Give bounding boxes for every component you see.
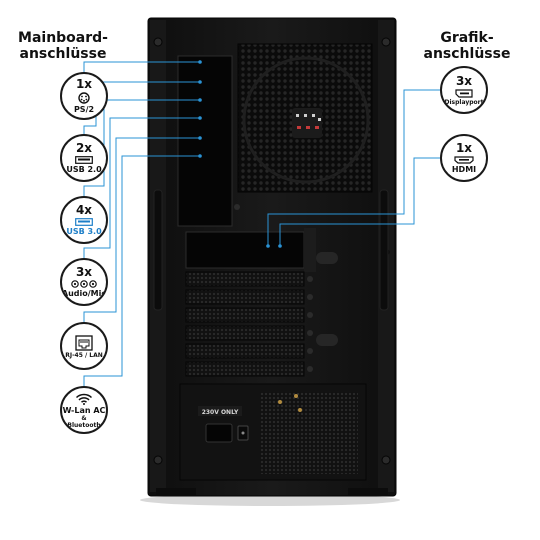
psu-switch-dot bbox=[241, 431, 245, 435]
displayport-count: 3x bbox=[455, 73, 473, 88]
wifi-icon bbox=[75, 393, 93, 405]
callout-line-usb3 bbox=[83, 99, 200, 196]
callout-line-ps2 bbox=[83, 61, 200, 72]
usb2-port-badge: 2x USB 2.0 bbox=[60, 134, 108, 182]
pci-slot-screws bbox=[307, 276, 313, 372]
case-foot-left bbox=[156, 488, 196, 496]
psu-gold-screws bbox=[278, 394, 302, 412]
case-left-handle bbox=[153, 189, 163, 311]
callout-line-usb2 bbox=[83, 81, 200, 134]
gpu-bracket-side bbox=[304, 228, 316, 272]
hdmi-count: 1x bbox=[455, 141, 473, 155]
graphics-heading-line1: Grafik- bbox=[440, 30, 494, 46]
callout-line-wifi bbox=[83, 155, 200, 386]
usb3-label: USB 3.0 bbox=[66, 227, 102, 236]
case-foot-right bbox=[348, 488, 388, 496]
displayport-badge: 3x Displayport bbox=[440, 66, 488, 114]
ps2-count: 1x bbox=[75, 77, 93, 91]
usb3-count: 4x bbox=[75, 203, 93, 217]
ethernet-port-icon bbox=[75, 334, 93, 351]
psu-power-socket bbox=[205, 423, 233, 443]
wlan-label: W-Lan AC bbox=[62, 405, 106, 415]
usb2-count: 2x bbox=[75, 141, 93, 155]
callout-line-hdmi bbox=[279, 157, 440, 246]
ps2-connector-icon bbox=[78, 92, 90, 104]
io-screw bbox=[234, 204, 240, 210]
usb3-port-badge: 4x USB 3.0 bbox=[60, 196, 108, 244]
audio-count: 3x bbox=[75, 265, 93, 279]
callout-line-audio bbox=[83, 117, 200, 258]
case-right-handle bbox=[379, 189, 389, 311]
callout-line-displayport bbox=[267, 89, 440, 246]
wifi-bluetooth-badge: W-Lan AC & Bluetooth bbox=[60, 386, 108, 434]
graphics-heading-line2: anschlüsse bbox=[423, 46, 511, 62]
io-shield bbox=[177, 55, 233, 227]
grommet-lower bbox=[316, 334, 338, 346]
graphics-ports-heading: Grafik- anschlüsse bbox=[408, 30, 526, 62]
audio-label: Audio/Mic bbox=[61, 289, 107, 298]
mainboard-ports-heading: Mainboard- anschlüsse bbox=[10, 30, 116, 62]
ps2-label: PS/2 bbox=[73, 105, 95, 114]
psu-label-plate bbox=[198, 406, 242, 416]
callout-line-lan bbox=[83, 137, 200, 322]
displayport-icon bbox=[455, 88, 473, 98]
wlan-and-label: & bbox=[81, 414, 87, 422]
gpu-io-bracket bbox=[185, 231, 305, 269]
grommet-upper bbox=[316, 252, 338, 264]
psu-fan-grill bbox=[260, 392, 358, 474]
fan-led-markers bbox=[297, 126, 319, 129]
hdmi-port-badge: 1x HDMI bbox=[440, 134, 488, 182]
case-shadow bbox=[140, 494, 400, 506]
lan-label: RJ-45 / LAN bbox=[65, 351, 103, 359]
mainboard-heading-line1: Mainboard- bbox=[18, 30, 108, 46]
lan-port-badge: RJ-45 / LAN bbox=[60, 322, 108, 370]
usb3-port-icon bbox=[75, 218, 93, 226]
pci-slot-covers bbox=[185, 271, 305, 377]
usb-port-icon bbox=[75, 156, 93, 164]
displayport-label: Displayport bbox=[444, 98, 484, 106]
hdmi-label: HDMI bbox=[451, 165, 477, 174]
bluetooth-label: Bluetooth bbox=[67, 421, 101, 429]
ps2-port-badge: 1x PS/2 bbox=[60, 72, 108, 120]
mainboard-heading-line2: anschlüsse bbox=[19, 46, 107, 62]
psu-voltage-label: 230V ONLY bbox=[202, 409, 239, 416]
audio-jack-icon bbox=[71, 280, 97, 288]
hdmi-port-icon bbox=[454, 156, 474, 164]
rear-fan-ring bbox=[242, 56, 370, 184]
fan-white-markers bbox=[296, 114, 321, 121]
usb2-label: USB 2.0 bbox=[66, 165, 102, 174]
audio-port-badge: 3x Audio/Mic bbox=[60, 258, 108, 306]
